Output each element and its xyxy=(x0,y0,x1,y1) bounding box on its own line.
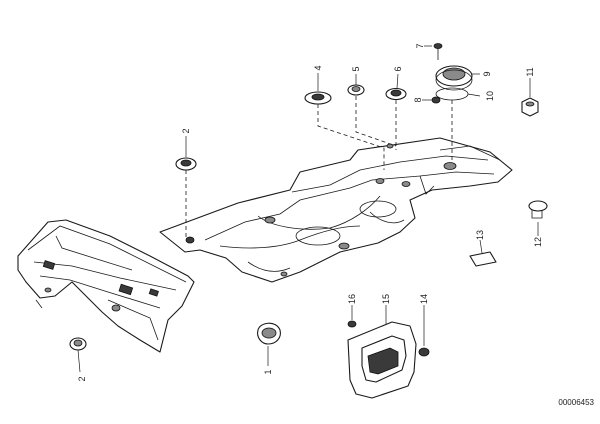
callout-9: 9 xyxy=(482,71,492,76)
clip-part-14 xyxy=(418,347,430,357)
callout-2-lower: 2 xyxy=(77,376,87,381)
screw-part-7 xyxy=(433,43,443,60)
callout-8: 8 xyxy=(413,97,423,102)
bulkhead xyxy=(17,219,195,353)
callout-5: 5 xyxy=(351,66,361,71)
callout-12: 12 xyxy=(533,237,543,247)
callout-13: 13 xyxy=(475,230,485,240)
nut-part-8 xyxy=(431,96,441,104)
grommet-part-5 xyxy=(347,84,365,96)
callout-7: 7 xyxy=(415,43,425,48)
cover-part-9 xyxy=(435,65,473,91)
callout-15: 15 xyxy=(381,294,391,304)
callout-labels: 1 2 2 4 5 6 7 8 9 10 11 12 13 14 15 16 xyxy=(77,43,543,381)
grommet-part-4 xyxy=(304,91,332,105)
bolt-part-12 xyxy=(528,200,548,219)
callout-14: 14 xyxy=(419,294,429,304)
cover-plate-part-15 xyxy=(347,321,417,399)
screw-part-16 xyxy=(347,320,357,328)
callout-1: 1 xyxy=(263,369,273,374)
callout-16: 16 xyxy=(347,294,357,304)
plug-part-11 xyxy=(521,97,539,117)
callout-6: 6 xyxy=(393,66,403,71)
grommet-part-1 xyxy=(257,322,281,345)
callout-4: 4 xyxy=(313,65,323,70)
callout-2-upper: 2 xyxy=(181,128,191,133)
location-lines xyxy=(185,96,453,240)
grommet-part-2-lower xyxy=(69,337,87,351)
callout-10: 10 xyxy=(485,91,495,101)
plate-part-13 xyxy=(469,251,497,267)
grommet-part-6 xyxy=(385,87,407,101)
leader-lines xyxy=(77,45,539,373)
callout-11: 11 xyxy=(525,67,535,76)
floor-pan xyxy=(159,137,513,283)
document-number: 00006453 xyxy=(558,398,594,407)
grommet-part-2-upper xyxy=(175,157,197,171)
